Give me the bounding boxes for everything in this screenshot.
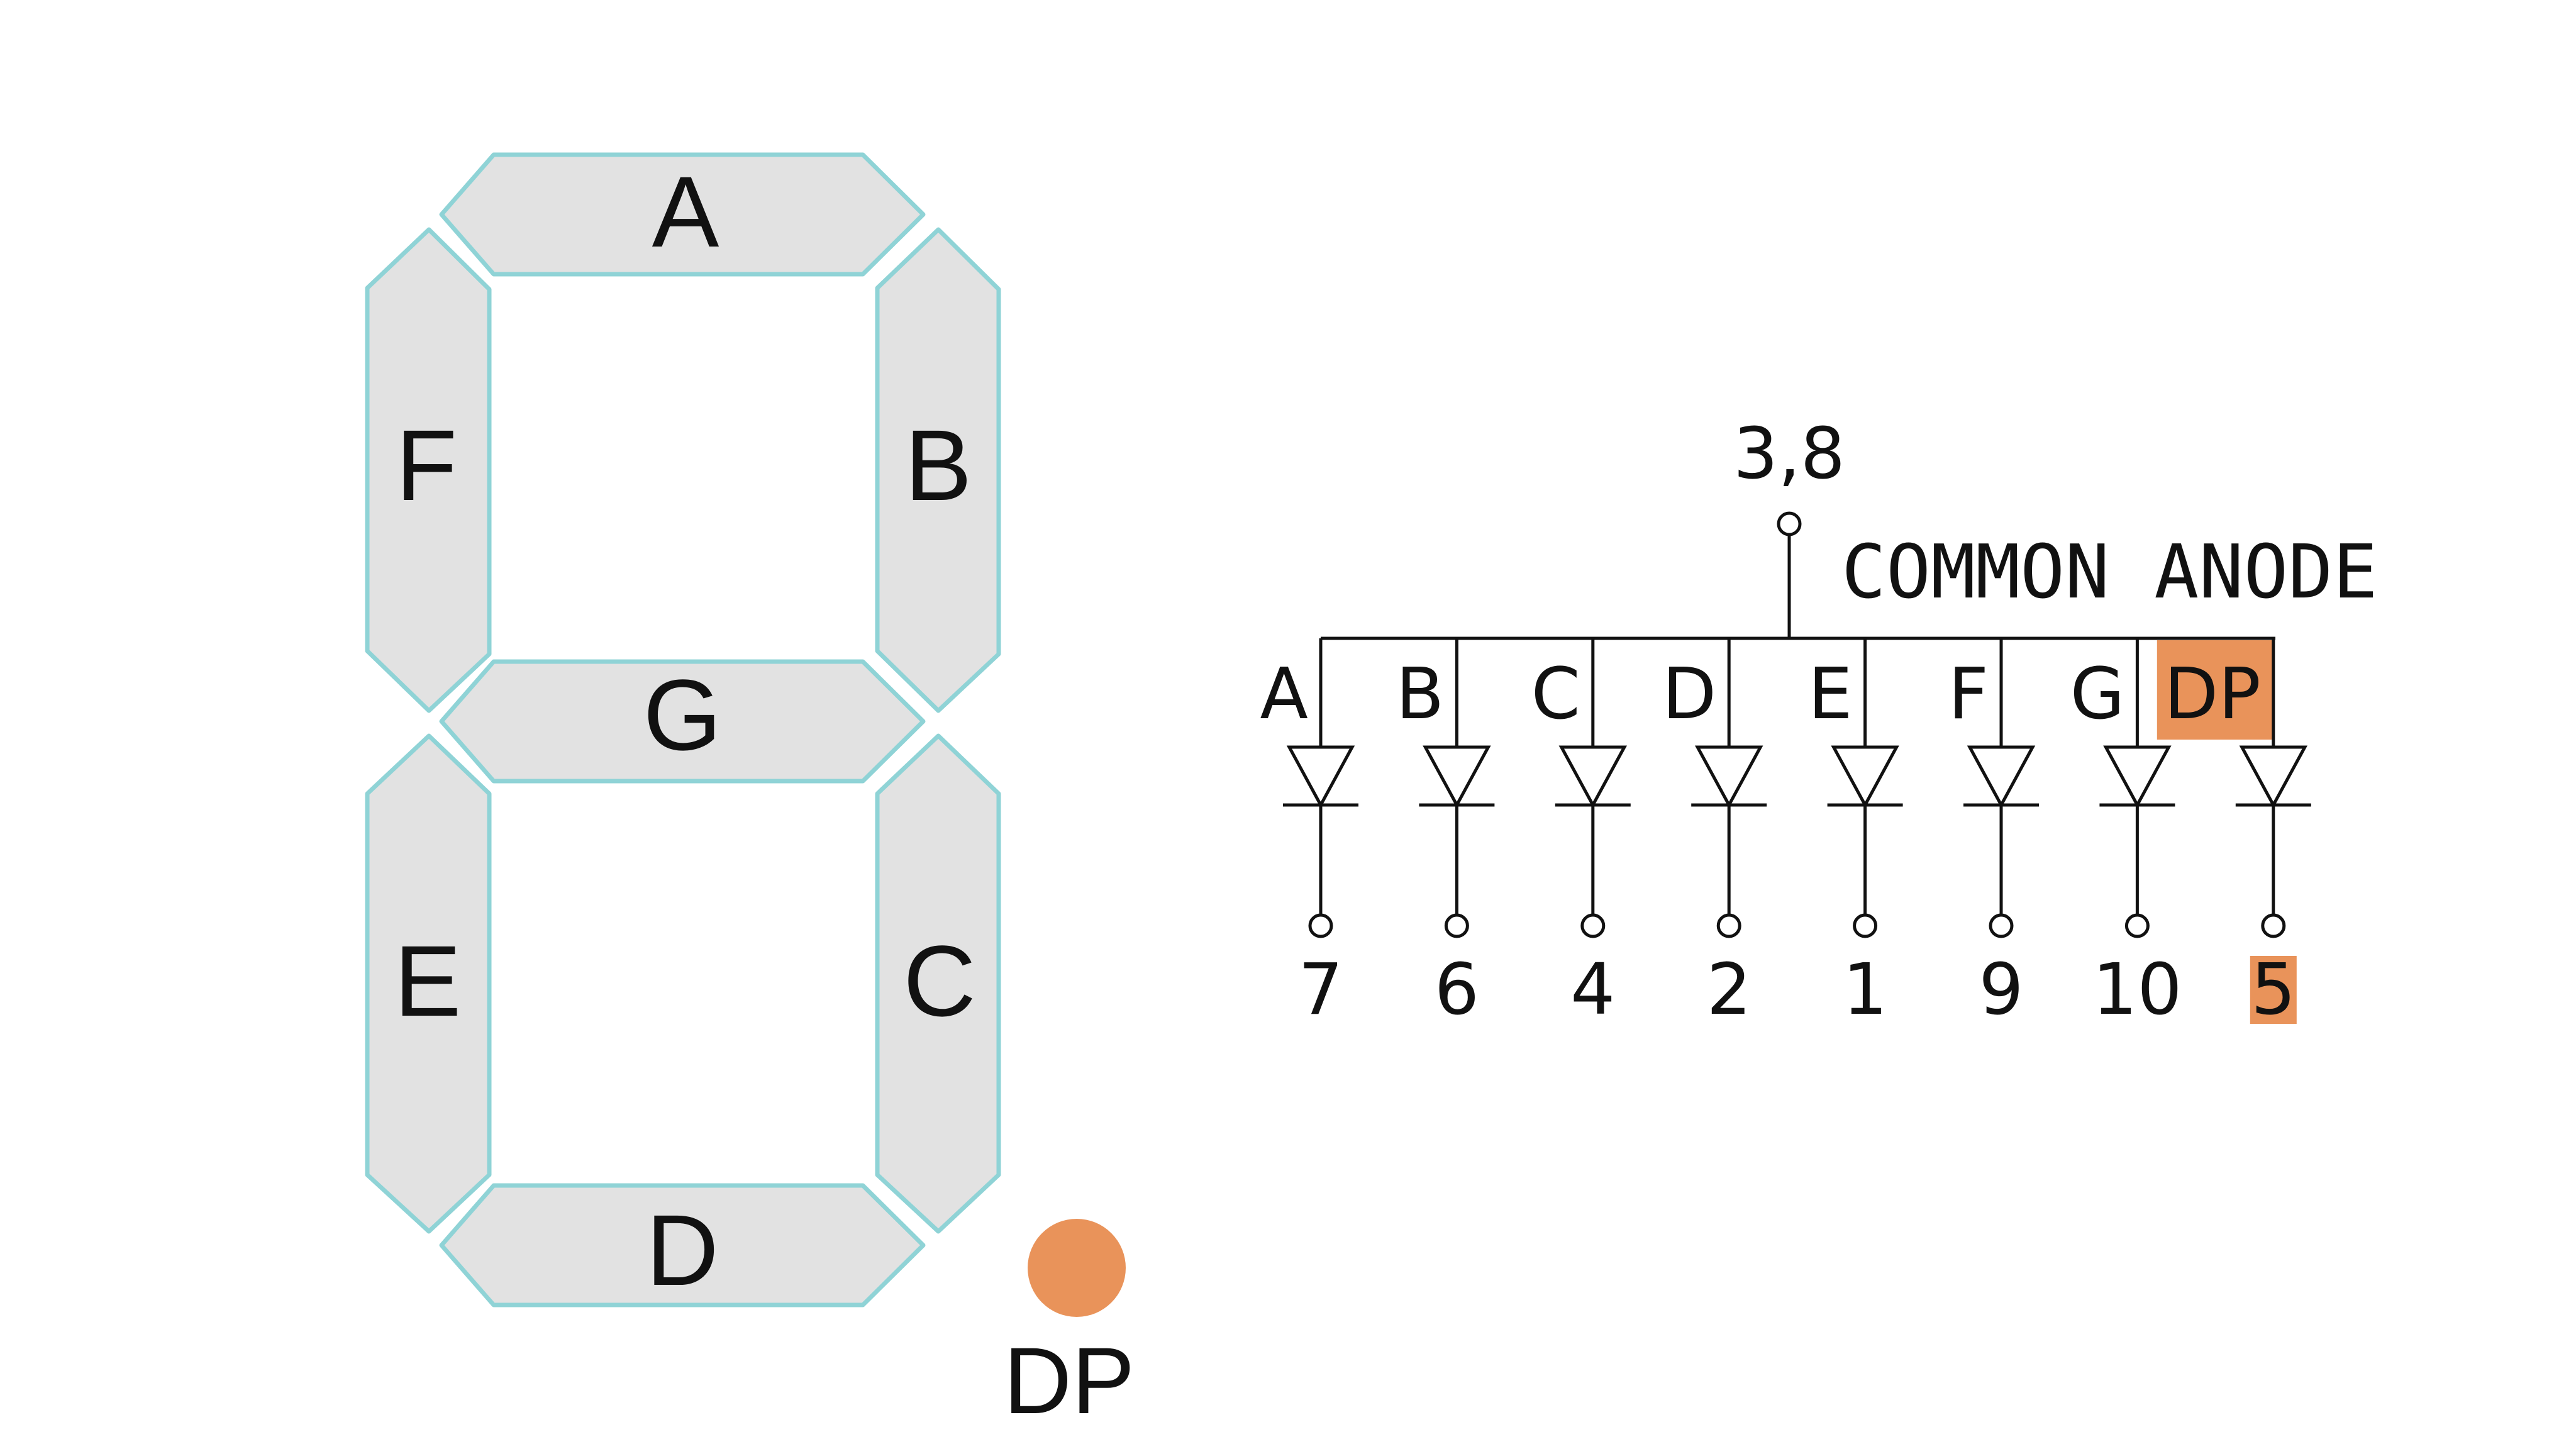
pin-node-g xyxy=(2124,913,2150,938)
channel-label-f: F xyxy=(1948,653,1989,735)
channel-label-dp: DP xyxy=(2164,653,2261,735)
segment-g xyxy=(439,659,926,784)
highlight-pin-5 xyxy=(2250,956,2297,1024)
diode-e xyxy=(1831,745,1899,809)
channel-label-e: E xyxy=(1808,653,1853,735)
channel-label-c: C xyxy=(1531,653,1580,735)
pin-node-d xyxy=(1716,913,1741,938)
diode-c xyxy=(1558,745,1628,809)
schematic-title: COMMON ANODE xyxy=(1841,528,2378,615)
pin-number-b: 6 xyxy=(1435,949,1479,1031)
channel-label-b: B xyxy=(1396,653,1445,735)
segment-d xyxy=(439,1183,926,1307)
pin-number-f: 9 xyxy=(1979,949,2023,1031)
channel-label-g: G xyxy=(2070,653,2125,735)
segment-label-f: F xyxy=(396,409,457,521)
diode-d xyxy=(1694,745,1763,809)
diode-f xyxy=(1967,745,2036,809)
segment-f xyxy=(365,227,492,713)
segment-c xyxy=(875,733,1001,1234)
diode-g xyxy=(2103,745,2172,809)
highlight-dp-label xyxy=(2157,640,2273,740)
pin-number-g: 10 xyxy=(2092,949,2182,1031)
pin-node-f xyxy=(1989,913,2014,938)
diode-a xyxy=(1286,745,1355,809)
common-anode-schematic: 3,8 COMMON ANODE A 7 B 6 C 4 D 2 E 1 F 9 G 10 DP 5 xyxy=(1260,413,2377,1031)
diode-dp xyxy=(2239,745,2308,809)
segment-label-b: B xyxy=(905,409,972,521)
decimal-point-label: DP xyxy=(1004,1328,1135,1433)
common-pins-label: 3,8 xyxy=(1733,413,1845,495)
segment-label-e: E xyxy=(394,924,462,1037)
segment-e xyxy=(365,733,492,1234)
seven-segment-display: A B C D E F G DP xyxy=(365,152,1135,1433)
segment-a xyxy=(439,152,926,277)
pin-node-e xyxy=(1853,913,1878,938)
pin-node-dp xyxy=(2261,913,2286,938)
pin-number-d: 2 xyxy=(1707,949,1752,1031)
pin-node-c xyxy=(1580,913,1606,938)
segment-label-a: A xyxy=(652,155,719,268)
segment-label-g: G xyxy=(643,658,721,771)
pin-node-b xyxy=(1444,913,1469,938)
pin-number-a: 7 xyxy=(1298,949,1343,1031)
segment-b xyxy=(875,227,1001,713)
common-pin-node xyxy=(1777,511,1802,536)
segment-label-c: C xyxy=(903,924,976,1037)
segment-label-d: D xyxy=(646,1194,719,1306)
pin-number-dp: 5 xyxy=(2251,949,2296,1031)
channel-label-d: D xyxy=(1662,653,1716,735)
diode-channels: A 7 B 6 C 4 D 2 E 1 F 9 G 10 DP 5 xyxy=(1260,638,2311,1031)
pin-node-a xyxy=(1308,913,1333,938)
decimal-point-dot xyxy=(1028,1219,1126,1317)
channel-label-a: A xyxy=(1260,653,1308,735)
diode-b xyxy=(1423,745,1491,809)
pin-number-e: 1 xyxy=(1843,949,1887,1031)
pin-number-c: 4 xyxy=(1570,949,1615,1031)
